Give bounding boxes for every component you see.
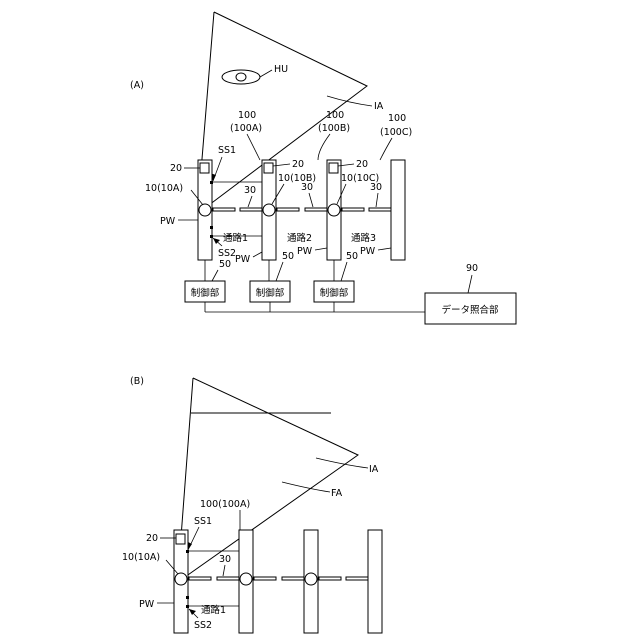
camera-icon-b bbox=[264, 163, 273, 173]
door-leader-a bbox=[248, 196, 252, 207]
ss2-label-b: SS2 bbox=[194, 620, 212, 631]
door-b-1 bbox=[277, 208, 299, 211]
control-unit-b-label: 制御部 bbox=[256, 287, 285, 299]
gate-c-id: (100C) bbox=[380, 127, 412, 138]
ia-label-a: IA bbox=[374, 101, 384, 112]
ia-leader-a bbox=[327, 96, 372, 106]
ctrl-num-a: 50 bbox=[219, 259, 231, 270]
reader-a bbox=[199, 204, 211, 216]
door-leader-c bbox=[376, 193, 378, 207]
reader-b-panel-3 bbox=[305, 573, 317, 585]
ctrl-num-b: 50 bbox=[282, 251, 294, 262]
sensor-mid-b bbox=[186, 596, 189, 599]
camera-label-b-panel: 20 bbox=[146, 533, 158, 544]
door-b-panel-3 bbox=[254, 577, 276, 580]
ss2-arrowhead-b bbox=[189, 609, 196, 615]
ia-label-b: IA bbox=[369, 464, 379, 475]
door-label-a: 30 bbox=[244, 185, 256, 196]
gate-a-leader bbox=[247, 134, 260, 160]
camera-label-b: 20 bbox=[292, 159, 304, 170]
gate-b-id: (100B) bbox=[318, 123, 350, 134]
fa-label-b: FA bbox=[331, 488, 343, 499]
panel-b-label: (B) bbox=[130, 376, 144, 387]
ss1-label-a: SS1 bbox=[218, 145, 236, 156]
gate-b-leader bbox=[318, 134, 330, 160]
camera-icon-b-panel bbox=[176, 534, 185, 544]
hu-leader bbox=[260, 70, 272, 77]
ss2-label-a: SS2 bbox=[218, 248, 236, 259]
gate-c-number: 100 bbox=[388, 113, 406, 124]
ctrl-leader-b bbox=[276, 262, 283, 281]
sensor-ss2-b bbox=[186, 605, 189, 608]
ss1-label-b: SS1 bbox=[194, 516, 212, 527]
hu-label: HU bbox=[274, 64, 288, 75]
data-collation-label: データ照合部 bbox=[441, 304, 498, 316]
door-b-2 bbox=[305, 208, 327, 211]
door-label-b: 30 bbox=[301, 182, 313, 193]
gate-label-b: 100(100A) bbox=[200, 499, 250, 510]
pw-leader-c bbox=[315, 248, 327, 250]
passage-label-b: 通路1 bbox=[201, 604, 226, 616]
door-leader-b-panel bbox=[223, 565, 225, 576]
reader-label-a: 10(10A) bbox=[145, 183, 183, 194]
gate-c-leader bbox=[380, 138, 392, 160]
pw-label-d: PW bbox=[360, 246, 376, 257]
door-b-panel-1 bbox=[189, 577, 211, 580]
passage-3-label: 通路3 bbox=[351, 232, 376, 244]
door-c-1 bbox=[342, 208, 364, 211]
ctrl-leader-c bbox=[341, 262, 347, 281]
reader-label-b-panel: 10(10A) bbox=[122, 552, 160, 563]
reader-b bbox=[263, 204, 275, 216]
door-b-panel-6 bbox=[346, 577, 368, 580]
control-unit-c-label: 制御部 bbox=[320, 287, 349, 299]
door-leader-b bbox=[309, 193, 313, 207]
pw-label-b-panel: PW bbox=[139, 599, 155, 610]
panel-b: (B) IA FA 100(100A) SS1 20 10(10A) bbox=[122, 376, 382, 633]
imaging-area-b bbox=[185, 378, 358, 577]
pillar-a-3 bbox=[391, 160, 405, 260]
camera-icon-c bbox=[329, 163, 338, 173]
pw-label-b: PW bbox=[235, 254, 251, 265]
pw-label-c: PW bbox=[297, 246, 313, 257]
collation-leader bbox=[468, 275, 472, 293]
pw-label-a: PW bbox=[160, 216, 176, 227]
face-eye bbox=[236, 73, 246, 81]
fa-leader-b bbox=[282, 482, 330, 492]
passage-1-label: 通路1 bbox=[223, 232, 248, 244]
camera-label-c: 20 bbox=[356, 159, 368, 170]
door-a-1 bbox=[213, 208, 235, 211]
door-b-panel-2 bbox=[217, 577, 239, 580]
door-a-2 bbox=[240, 208, 262, 211]
pw-leader-d bbox=[378, 248, 391, 250]
door-label-c: 30 bbox=[370, 182, 382, 193]
sensor-ss1-b bbox=[186, 550, 189, 553]
control-unit-a-label: 制御部 bbox=[191, 287, 220, 299]
reader-b-panel bbox=[175, 573, 187, 585]
ctrl-num-c: 50 bbox=[346, 251, 358, 262]
door-label-b-panel: 30 bbox=[219, 554, 231, 565]
gate-a-number: 100 bbox=[238, 110, 256, 121]
door-c-2 bbox=[369, 208, 391, 211]
reader-b-panel-2 bbox=[240, 573, 252, 585]
face-ellipse bbox=[222, 70, 260, 84]
gate-b-number: 100 bbox=[326, 110, 344, 121]
ctrl-leader-a bbox=[212, 270, 218, 281]
camera-icon-a bbox=[200, 163, 209, 173]
collation-number: 90 bbox=[466, 263, 478, 274]
panel-a-label: (A) bbox=[130, 80, 144, 91]
pillar-b-3 bbox=[368, 530, 382, 633]
gate-a-id: (100A) bbox=[230, 123, 262, 134]
pw-leader-b bbox=[253, 252, 262, 257]
sensor-ss1-a bbox=[210, 181, 213, 184]
sensor-ss2-a bbox=[210, 235, 213, 238]
passage-2-label: 通路2 bbox=[287, 232, 312, 244]
camera-label-a: 20 bbox=[170, 163, 182, 174]
door-b-panel-5 bbox=[319, 577, 341, 580]
door-b-panel-4 bbox=[282, 577, 304, 580]
reader-c bbox=[328, 204, 340, 216]
panel-a: (A) HU IA 100 (100A) 100 (100B) 100 (100… bbox=[130, 12, 516, 324]
sensor-mid-a bbox=[210, 226, 213, 229]
